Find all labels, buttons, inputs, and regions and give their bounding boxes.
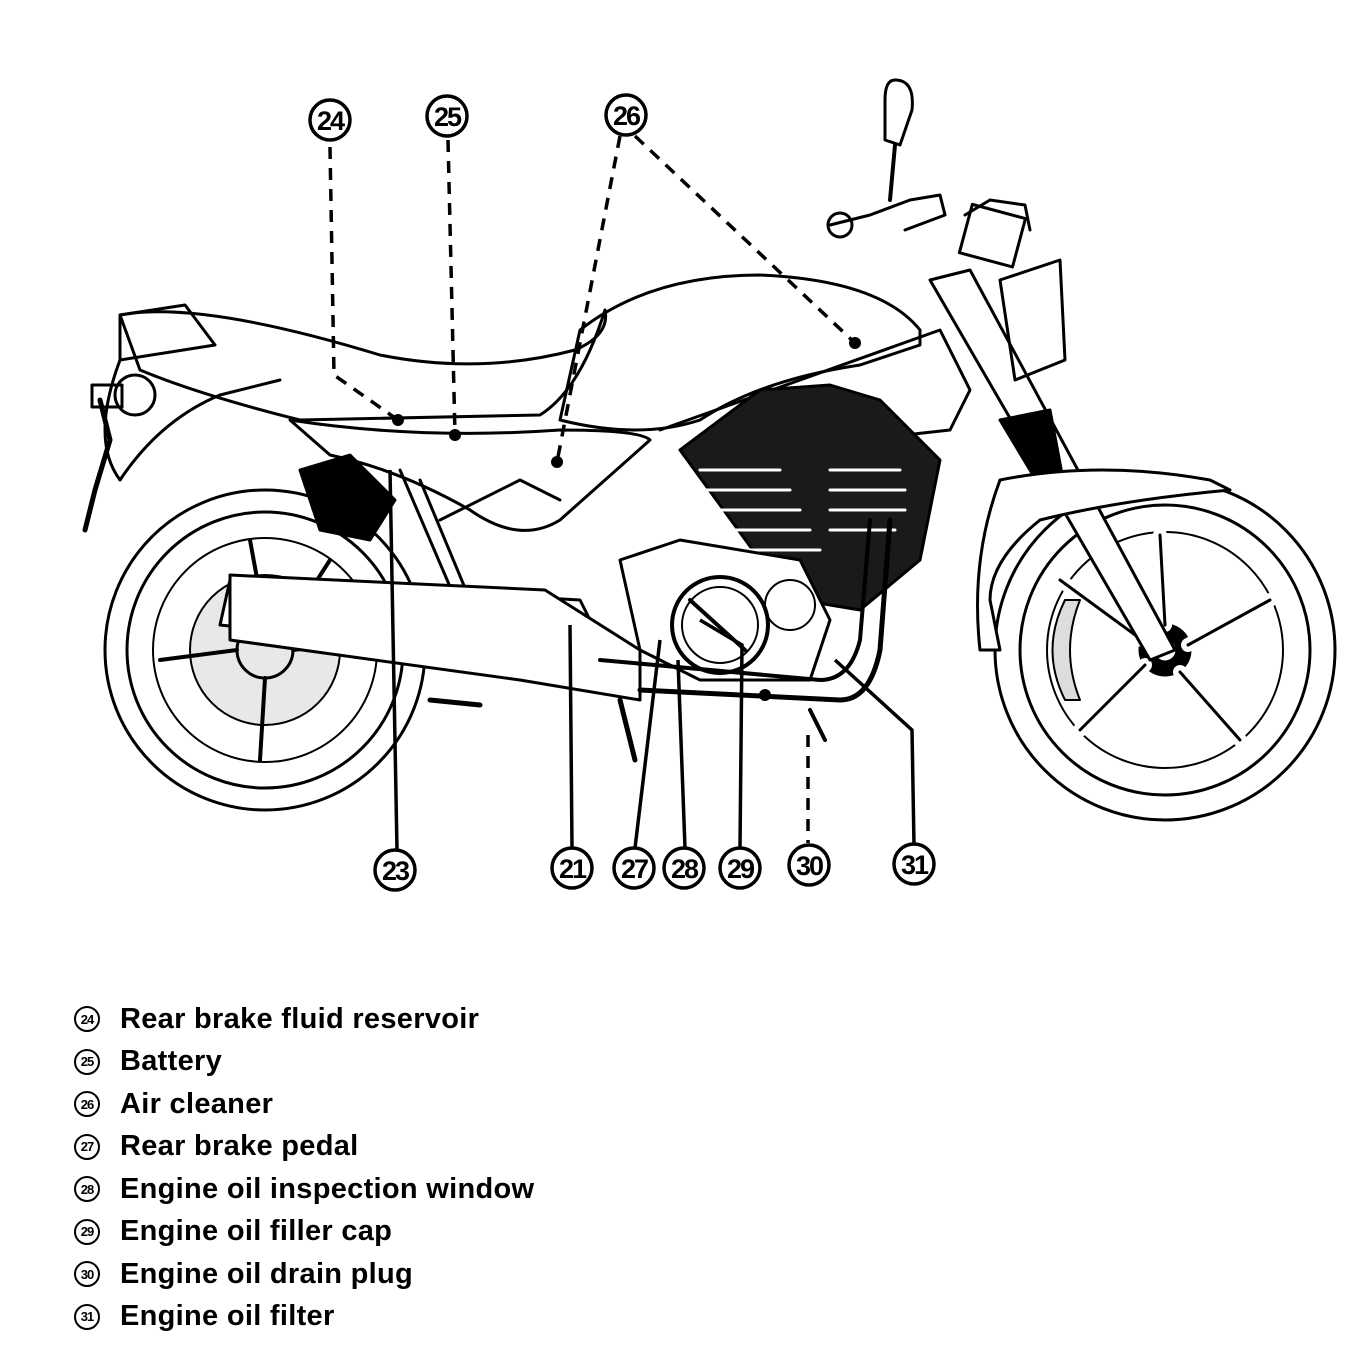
callout-30: 30 xyxy=(787,843,831,887)
legend-number: 26 xyxy=(74,1091,100,1118)
callout-number: 27 xyxy=(621,854,648,884)
callout-number: 30 xyxy=(796,851,823,881)
headlight xyxy=(998,258,1067,382)
legend-number: 25 xyxy=(74,1048,100,1075)
seat xyxy=(118,308,608,422)
legend-item-25: 25 Battery xyxy=(74,1041,774,1084)
instrument-panel xyxy=(957,202,1027,269)
legend-number: 29 xyxy=(74,1218,100,1245)
callout-number: 28 xyxy=(671,854,699,884)
legend-label: Engine oil filler cap xyxy=(120,1215,393,1248)
legend-item-26: 26 Air cleaner xyxy=(74,1083,774,1126)
callout-23: 23 xyxy=(373,848,417,892)
callout-number: 29 xyxy=(727,854,755,884)
legend-label: Engine oil filter xyxy=(120,1300,335,1333)
legend-label: Engine oil inspection window xyxy=(120,1172,535,1205)
legend-number: 31 xyxy=(74,1303,100,1330)
legend-number: 27 xyxy=(74,1133,100,1160)
callout-number: 26 xyxy=(613,101,641,131)
legend-item-30: 30 Engine oil drain plug xyxy=(74,1253,774,1296)
legend-item-28: 28 Engine oil inspection window xyxy=(74,1168,774,1211)
callout-21: 21 xyxy=(550,846,594,890)
side-cover xyxy=(288,418,652,532)
engine xyxy=(618,383,942,682)
callout-number: 25 xyxy=(434,102,462,132)
callout-29: 29 xyxy=(718,846,762,890)
handlebar xyxy=(828,193,947,232)
mirror xyxy=(883,78,914,147)
legend-label: Air cleaner xyxy=(120,1087,274,1120)
motorcycle-diagram: 24 25 26 23 21 27 28 29 xyxy=(82,78,1337,892)
exhaust xyxy=(228,573,642,702)
parts-legend: 24 Rear brake fluid reservoir 25 Battery… xyxy=(74,998,774,1338)
callout-31: 31 xyxy=(892,842,936,886)
legend-label: Rear brake pedal xyxy=(120,1130,359,1163)
legend-label: Engine oil drain plug xyxy=(120,1257,414,1290)
legend-item-29: 29 Engine oil filler cap xyxy=(74,1211,774,1254)
legend-label: Rear brake fluid reservoir xyxy=(120,1002,480,1035)
legend-label: Battery xyxy=(120,1045,223,1078)
legend-item-31: 31 Engine oil filter xyxy=(74,1296,774,1339)
rear-fender xyxy=(118,303,217,362)
legend-number: 30 xyxy=(74,1261,100,1288)
callout-number: 23 xyxy=(382,856,410,886)
legend-item-27: 27 Rear brake pedal xyxy=(74,1126,774,1169)
callout-28: 28 xyxy=(662,846,706,890)
callout-26: 26 xyxy=(604,93,648,137)
callout-27: 27 xyxy=(612,846,656,890)
legend-item-24: 24 Rear brake fluid reservoir xyxy=(74,998,774,1041)
callout-number: 21 xyxy=(559,854,587,884)
motorcycle-illustration xyxy=(82,78,1337,822)
callout-24: 24 xyxy=(308,98,352,142)
callout-25: 25 xyxy=(425,94,469,138)
legend-number: 28 xyxy=(74,1176,100,1203)
callout-number: 24 xyxy=(317,106,345,136)
leader-lines xyxy=(328,134,916,851)
callouts: 24 25 26 23 21 27 28 29 xyxy=(308,93,936,892)
target-dots xyxy=(392,337,861,701)
legend-number: 24 xyxy=(74,1006,100,1033)
callout-number: 31 xyxy=(901,850,929,880)
